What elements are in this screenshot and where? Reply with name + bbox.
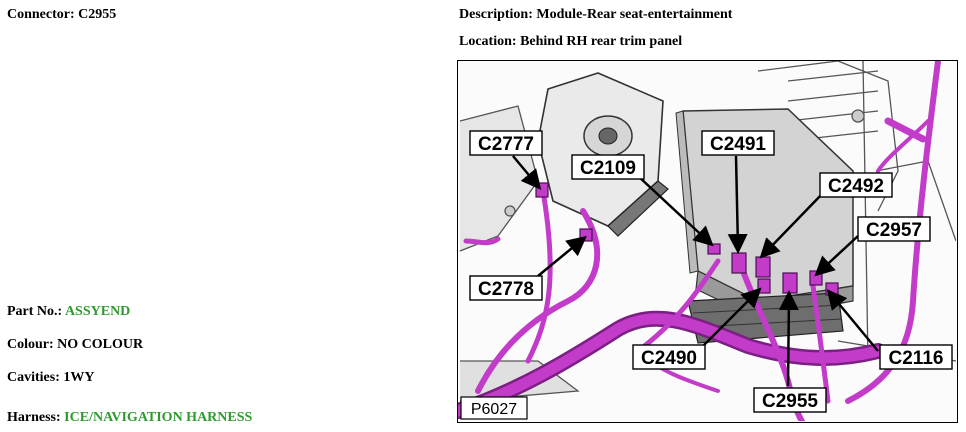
callout-c2490: C2490 bbox=[632, 344, 706, 370]
callout-c2778: C2778 bbox=[469, 275, 543, 301]
cavities-label: Cavities: bbox=[7, 370, 60, 385]
callout-c2109: C2109 bbox=[571, 154, 645, 180]
harness-label: Harness: bbox=[7, 410, 61, 425]
callout-c2116-text: C2116 bbox=[889, 348, 944, 369]
part-no-link[interactable]: ASSYEND bbox=[64, 304, 131, 319]
diagram-svg: C2777 C2109 C2491 C2492 C2957 C2778 C249… bbox=[458, 61, 956, 421]
harness-field: Harness: ICE/NAVIGATION HARNESS bbox=[7, 410, 252, 426]
connector-value: C2955 bbox=[78, 7, 117, 22]
arrow-c2778 bbox=[537, 235, 587, 277]
colour-field: Colour: NO COLOUR bbox=[7, 337, 143, 353]
cavities-value: 1WY bbox=[63, 370, 95, 385]
callout-c2490-text: C2490 bbox=[641, 348, 697, 369]
callout-c2491-text: C2491 bbox=[710, 134, 766, 155]
location-value: Behind RH rear trim panel bbox=[520, 34, 683, 49]
connector-c2490-body bbox=[757, 278, 771, 294]
connector-c2492-body bbox=[755, 256, 771, 278]
connector-label: Connector: bbox=[7, 7, 75, 22]
connector-location-diagram: C2777 C2109 C2491 C2492 C2957 C2778 C249… bbox=[457, 60, 958, 423]
connector-c2957-body bbox=[809, 270, 823, 286]
connector-c2491-body bbox=[731, 252, 747, 274]
callout-c2955-text: C2955 bbox=[762, 391, 818, 412]
description-label: Description: bbox=[459, 7, 533, 22]
callout-c2957-text: C2957 bbox=[866, 220, 922, 241]
arrow-c2777 bbox=[512, 155, 542, 190]
description-field: Description: Module-Rear seat-entertainm… bbox=[459, 7, 732, 23]
leader-arrows bbox=[512, 155, 879, 387]
arrow-c2955 bbox=[778, 290, 799, 387]
callout-c2955: C2955 bbox=[753, 387, 827, 413]
connector-field: Connector: C2955 bbox=[7, 7, 116, 23]
figure-id-text: P6027 bbox=[471, 401, 517, 418]
arrow-c2109 bbox=[637, 175, 714, 247]
colour-value: NO COLOUR bbox=[57, 337, 144, 352]
part-no-label: Part No.: bbox=[7, 304, 63, 319]
callout-c2777-text: C2777 bbox=[478, 134, 534, 155]
arrow-c2490 bbox=[697, 287, 762, 352]
callout-c2116: C2116 bbox=[879, 344, 953, 370]
harness-link[interactable]: ICE/NAVIGATION HARNESS bbox=[64, 410, 253, 425]
part-no-field: Part No.: ASSYEND bbox=[7, 304, 130, 320]
arrow-c2957 bbox=[814, 235, 859, 277]
callout-c2109-text: C2109 bbox=[580, 158, 636, 179]
description-value: Module-Rear seat-entertainment bbox=[536, 7, 733, 22]
location-field: Location: Behind RH rear trim panel bbox=[459, 34, 682, 50]
callout-c2492: C2492 bbox=[819, 172, 893, 198]
callout-c2957: C2957 bbox=[857, 216, 931, 242]
callout-c2492-text: C2492 bbox=[828, 176, 884, 197]
arrow-c2116 bbox=[826, 289, 879, 352]
figure-id: P6027 bbox=[460, 396, 528, 420]
callout-c2777: C2777 bbox=[469, 130, 543, 156]
connector-c2109-body bbox=[707, 243, 721, 255]
callout-c2491: C2491 bbox=[701, 130, 775, 156]
cavities-field: Cavities: 1WY bbox=[7, 370, 95, 386]
arrow-c2492 bbox=[759, 192, 824, 259]
connector-c2955-body bbox=[782, 272, 798, 294]
callout-c2778-text: C2778 bbox=[478, 279, 534, 300]
arrow-c2491 bbox=[727, 155, 748, 254]
connector-c2116-body bbox=[825, 282, 839, 296]
colour-label: Colour: bbox=[7, 337, 54, 352]
location-label: Location: bbox=[459, 34, 517, 49]
